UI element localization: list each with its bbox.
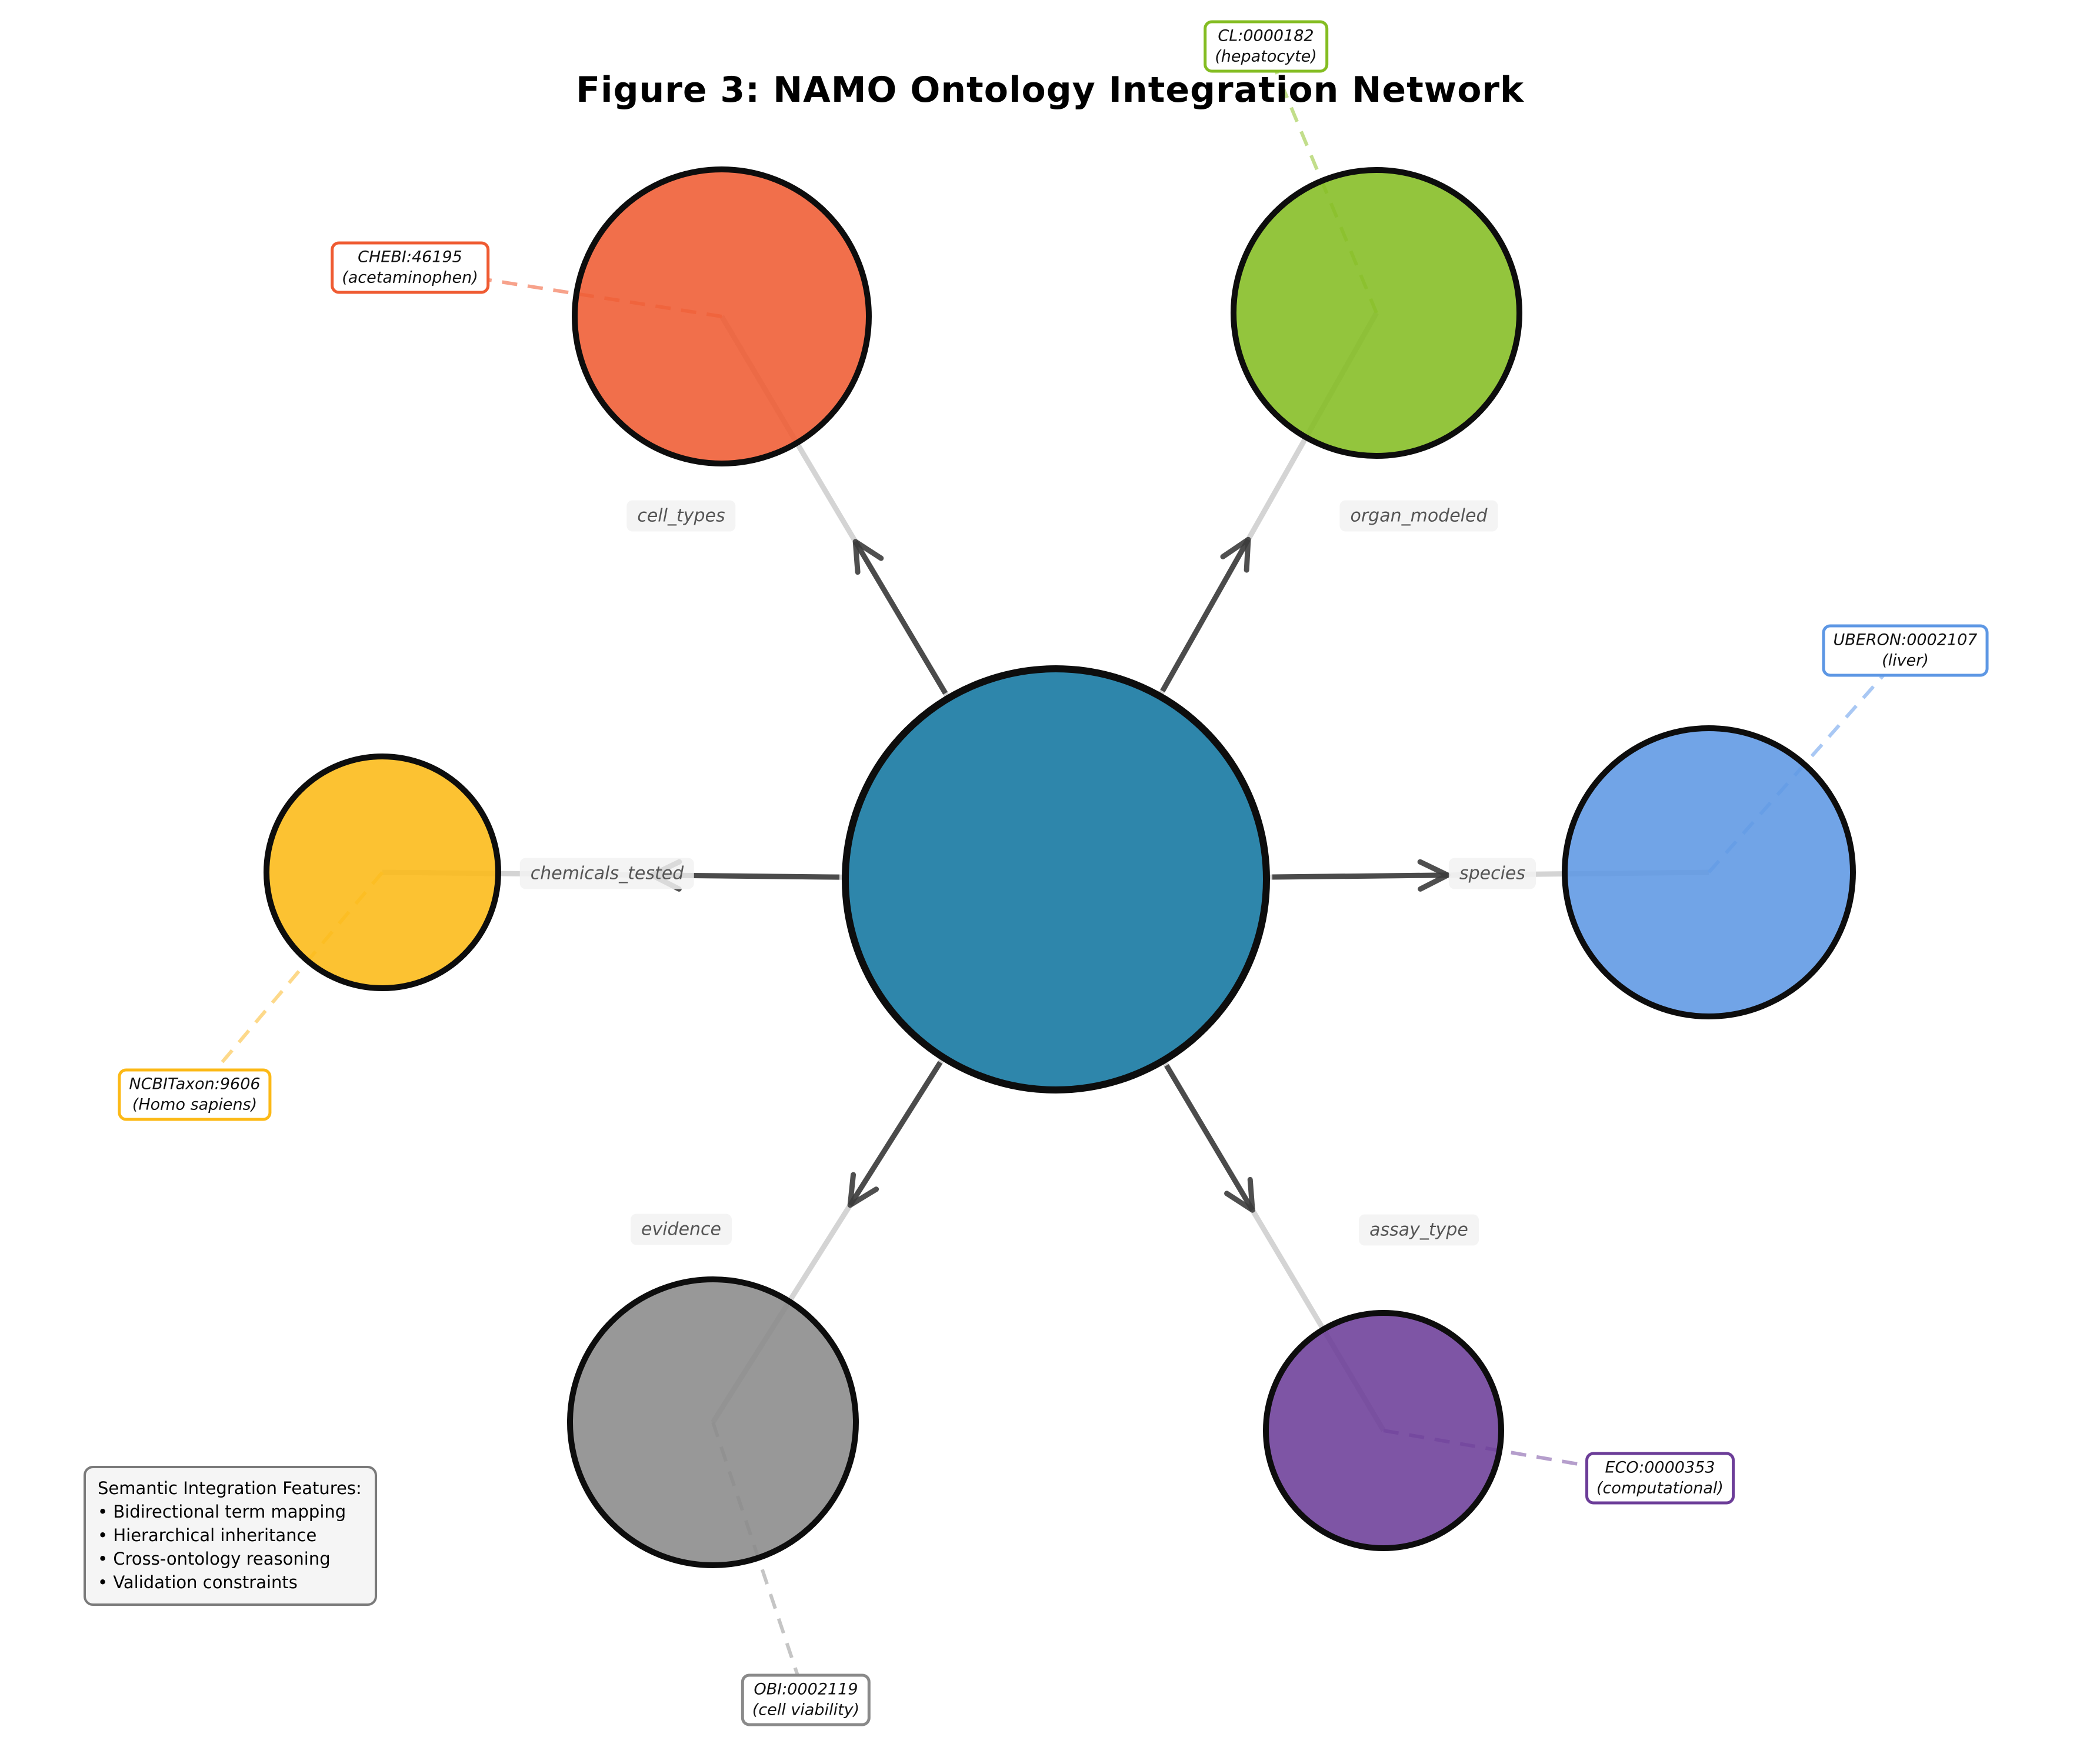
arrow-head-cell_types <box>852 539 884 575</box>
node-organ_modeled <box>1231 167 1522 459</box>
arrow-head-evidence <box>847 1172 879 1208</box>
features-legend-title: Semantic Integration Features: <box>98 1478 362 1498</box>
node-chemicals_tested <box>264 754 501 991</box>
features-legend-list: Bidirectional term mapping Hierarchical … <box>98 1500 362 1594</box>
node-species <box>1562 725 1856 1019</box>
annotation-term-name: (computational) <box>1596 1479 1724 1497</box>
annotation-term-id: CL:0000182 <box>1218 26 1314 45</box>
node-namo-core <box>842 665 1270 1093</box>
satellite-nodes-layer <box>264 166 1856 1568</box>
annotation-box-organ_modeled: CL:0000182 (hepatocyte) <box>1204 20 1328 73</box>
arrow-shaft-assay_type <box>1164 1064 1255 1212</box>
node-assay_type <box>1263 1310 1504 1551</box>
annotation-term-name: (Homo sapiens) <box>132 1095 258 1113</box>
annotation-box-cell_types: CHEBI:46195 (acetaminophen) <box>331 241 489 294</box>
annotation-term-name: (liver) <box>1882 651 1929 669</box>
annotation-line-evidence <box>711 1422 808 1701</box>
annotation-term-id: OBI:0002119 <box>754 1680 858 1699</box>
annotation-term-name: (hepatocyte) <box>1215 47 1317 65</box>
arrow-head-assay_type <box>1224 1176 1255 1213</box>
features-legend-item: Cross-ontology reasoning <box>98 1547 362 1571</box>
arrow-shaft-cell_types <box>853 540 948 695</box>
center-node-layer <box>842 665 1270 1093</box>
edge-label-cell_types: cell_types <box>626 500 736 532</box>
annotation-box-chemicals_tested: NCBITaxon:9606 (Homo sapiens) <box>118 1068 272 1121</box>
annotation-term-id: NCBITaxon:9606 <box>129 1075 261 1093</box>
annotation-term-id: UBERON:0002107 <box>1833 631 1978 649</box>
arrow-shaft-organ_modeled <box>1160 538 1251 692</box>
node-evidence <box>567 1276 859 1568</box>
annotation-term-id: ECO:0000353 <box>1605 1458 1715 1477</box>
arrow-shaft-evidence <box>848 1061 943 1207</box>
annotation-box-assay_type: ECO:0000353 (computational) <box>1585 1452 1735 1505</box>
features-legend-item: Validation constraints <box>98 1571 362 1594</box>
annotation-line-species <box>1707 649 1907 874</box>
annotation-box-evidence: OBI:0002119 (cell viability) <box>741 1673 871 1726</box>
arrow-shaft-species <box>1272 872 1448 880</box>
features-legend-box: Semantic Integration Features: Bidirecti… <box>84 1466 377 1606</box>
arrow-head-species <box>1417 859 1451 892</box>
edge-label-organ_modeled: organ_modeled <box>1339 500 1498 532</box>
edge-label-chemicals_tested: chemicals_tested <box>519 858 695 889</box>
features-legend-item: Bidirectional term mapping <box>98 1500 362 1523</box>
annotation-line-chemicals_tested <box>193 871 384 1096</box>
edge-label-assay_type: assay_type <box>1359 1214 1479 1246</box>
annotation-term-name: (cell viability) <box>752 1701 860 1719</box>
arrow-head-organ_modeled <box>1220 536 1251 573</box>
annotation-term-name: (acetaminophen) <box>342 268 478 286</box>
features-legend-item: Hierarchical inheritance <box>98 1523 362 1547</box>
node-cell_types <box>572 166 872 466</box>
edge-label-species: species <box>1448 858 1536 889</box>
edge-label-evidence: evidence <box>630 1213 732 1245</box>
annotation-box-species: UBERON:0002107 (liver) <box>1822 624 1989 677</box>
figure-title: Figure 3: NAMO Ontology Integration Netw… <box>576 69 1524 111</box>
annotation-term-id: CHEBI:46195 <box>358 248 462 266</box>
